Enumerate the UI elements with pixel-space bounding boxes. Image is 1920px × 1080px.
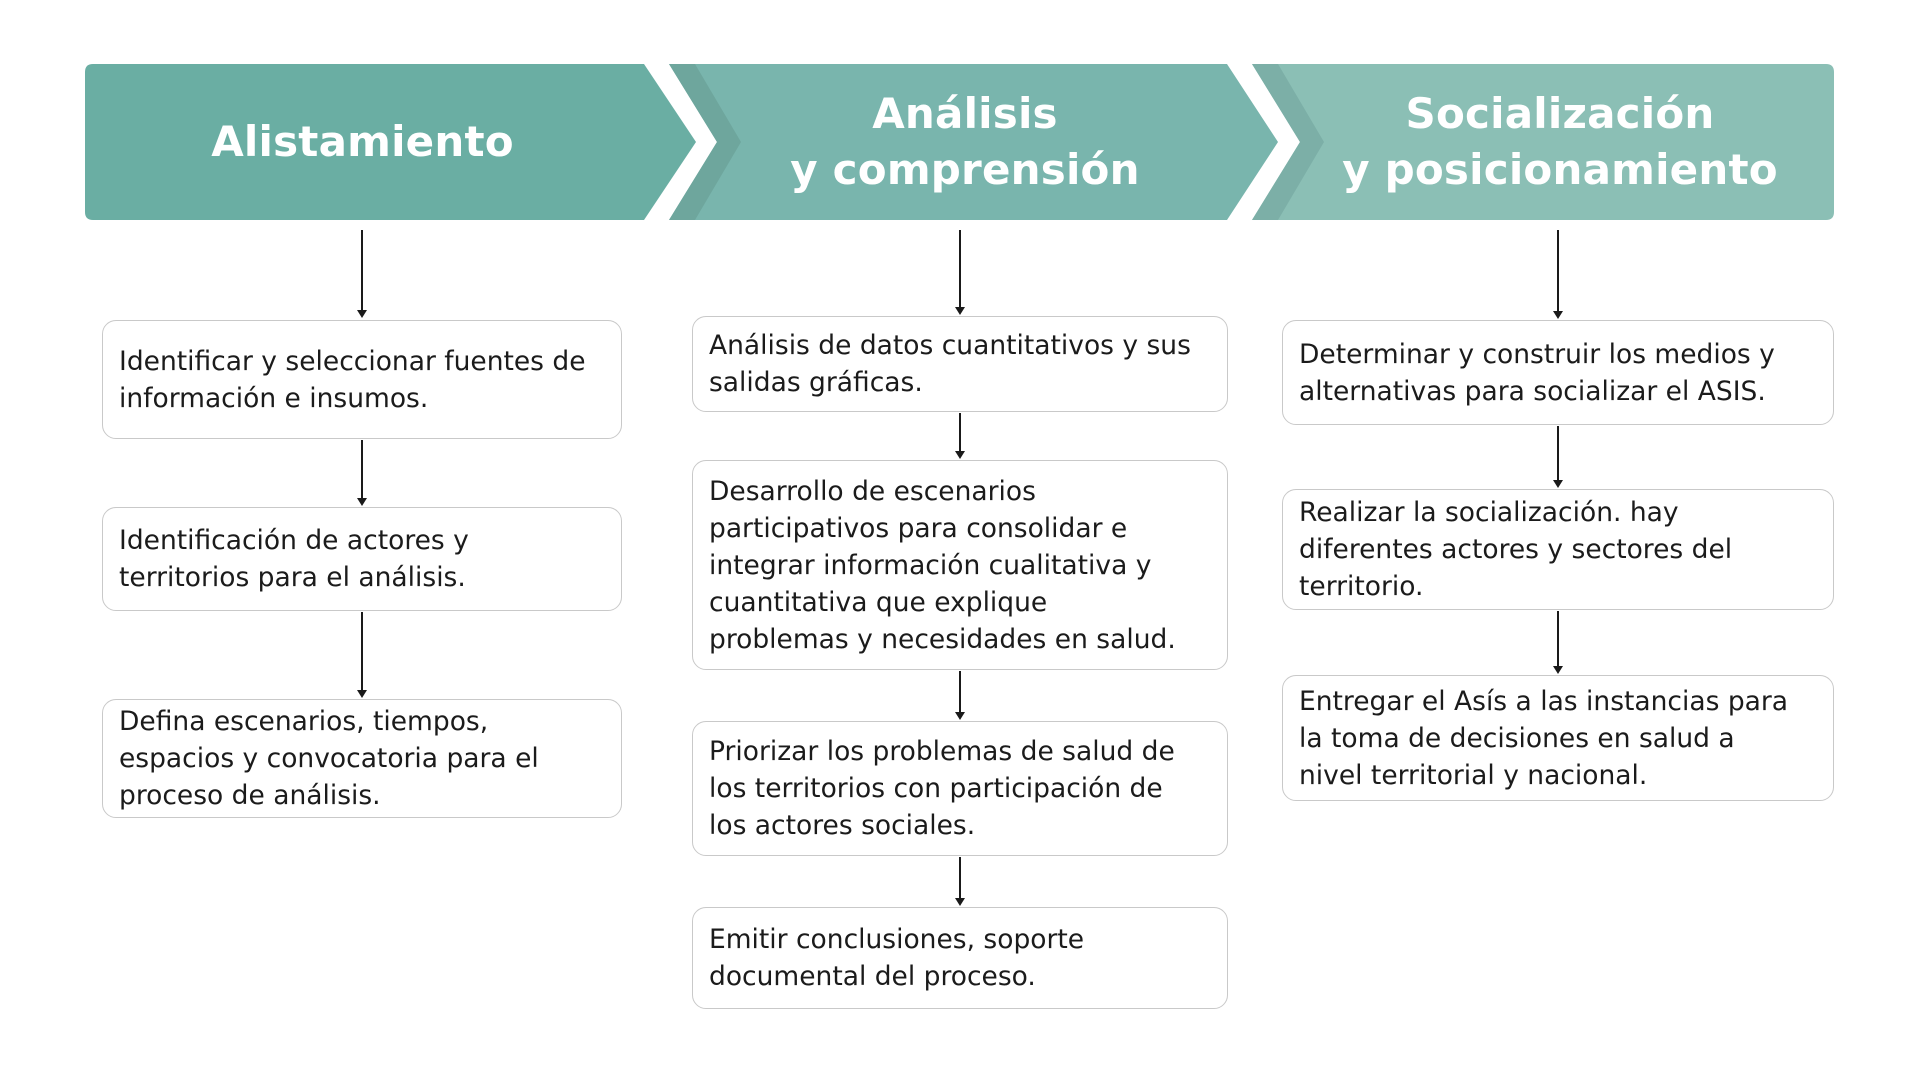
stage-2-title-line-2: y comprensión (790, 145, 1140, 194)
step-text: Identificación de actores y territorios … (119, 525, 469, 593)
stage-2-chevron-shadow (669, 64, 741, 220)
arrow-down-icon (954, 857, 966, 906)
stage-3-chevron-shadow (1252, 64, 1324, 220)
step-text: Realizar la socialización. hay diferente… (1299, 497, 1733, 602)
process-banner (85, 64, 1834, 220)
step-text: Análisis de datos cuantitativos y sus sa… (709, 330, 1191, 398)
arrow-down-icon (1552, 426, 1564, 488)
arrow-down-icon (356, 440, 368, 506)
step-text: Identificar y seleccionar fuentes de inf… (119, 345, 586, 414)
arrow-down-icon (954, 230, 966, 315)
stage-2-chevron (669, 64, 1278, 220)
arrow-down-icon (356, 230, 368, 318)
step-text: Priorizar los problemas de salud de los … (709, 736, 1175, 841)
step-card: Entregar el Asís a las instancias para l… (1282, 675, 1834, 801)
step-card: Realizar la socialización. hay diferente… (1282, 489, 1834, 610)
stage-1-title: Alistamiento (85, 64, 640, 220)
step-text: Desarrollo de escenarios participativos … (709, 475, 1176, 655)
arrow-down-icon (1552, 611, 1564, 674)
step-text: Entregar el Asís a las instancias para l… (1299, 685, 1789, 791)
stage-3-title-line-1: Socialización (1405, 89, 1715, 138)
stage-2-title-line-1: Análisis (872, 89, 1058, 138)
stage-3-title: Socialización y posicionamiento (1290, 64, 1830, 220)
step-text: Emitir conclusiones, soporte documental … (709, 924, 1085, 992)
step-card: Determinar y construir los medios y alte… (1282, 320, 1834, 425)
arrow-down-icon (954, 413, 966, 459)
step-card: Identificación de actores y territorios … (102, 507, 622, 611)
step-card: Defina escenarios, tiempos, espacios y c… (102, 699, 622, 818)
stage-2-title: Análisis y comprensión (705, 64, 1225, 220)
stage-3-title-line-2: y posicionamiento (1342, 145, 1778, 194)
arrow-down-icon (1552, 230, 1564, 319)
step-card: Emitir conclusiones, soporte documental … (692, 907, 1228, 1009)
arrow-down-icon (954, 671, 966, 720)
step-card: Análisis de datos cuantitativos y sus sa… (692, 316, 1228, 412)
step-text: Determinar y construir los medios y alte… (1299, 338, 1775, 407)
step-card: Desarrollo de escenarios participativos … (692, 460, 1228, 670)
arrow-down-icon (356, 612, 368, 698)
step-card: Priorizar los problemas de salud de los … (692, 721, 1228, 856)
step-text: Defina escenarios, tiempos, espacios y c… (119, 706, 539, 811)
stage-1-title-line-1: Alistamiento (211, 117, 514, 166)
stage-3-chevron (1252, 64, 1834, 220)
step-card: Identificar y seleccionar fuentes de inf… (102, 320, 622, 439)
stage-1-chevron (85, 64, 696, 220)
